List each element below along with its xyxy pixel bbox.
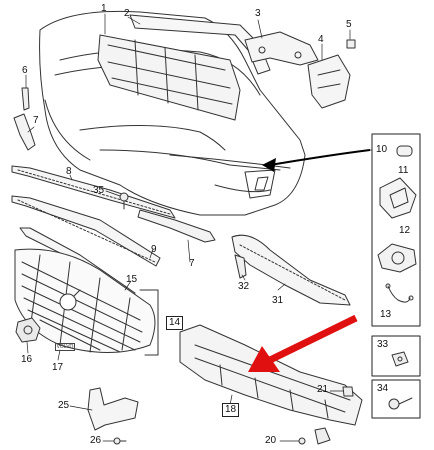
part-8-strip [11,165,176,219]
label-8: 8 [66,166,72,177]
part-35-screw [119,192,129,210]
label-11: 11 [398,165,409,176]
label-6: 6 [22,65,28,76]
part-clip-bottom [314,427,331,445]
part-4-side-bracket [307,54,351,109]
part-10-cover [379,177,417,219]
red-arrow-head [248,346,280,372]
label-34: 34 [377,383,389,394]
part-18-spoiler [179,324,363,426]
part-7-left-bracket [13,113,36,151]
label-14: 14 [166,316,184,330]
part-16-holder [15,317,41,343]
red-arrow [248,314,358,372]
part-1-reinforcement [97,34,241,121]
part-25-bracket [87,387,139,431]
part-11-cap [396,145,413,157]
car-body-outline [39,10,306,216]
label-15: 15 [126,274,138,285]
callout-box-34 [371,379,421,419]
label-16: 16 [21,354,33,365]
volvo-emblem-badge: VOLVO [55,343,75,351]
callout-box-10-13 [371,133,421,327]
part-5-clip [346,39,356,49]
grille [14,248,156,353]
label-17: 17 [52,362,64,373]
label-7-right: 7 [189,258,195,269]
part-31-lower-cover [231,234,351,306]
label-20: 20 [265,435,277,446]
label-12: 12 [399,225,411,236]
part-34-screw [388,397,413,410]
label-21: 21 [317,384,329,395]
part-3-bracket [244,31,319,66]
label-7-left: 7 [33,115,39,126]
part-2-beam [129,14,271,75]
label-2: 2 [124,8,130,19]
part-20-screw [298,437,306,445]
label-1: 1 [101,3,107,14]
label-26: 26 [90,435,102,446]
label-32: 32 [238,281,250,292]
part-9-strip [11,195,161,267]
label-10: 10 [376,144,388,155]
red-arrow-shaft [268,314,358,364]
label-35: 35 [93,185,105,196]
label-4: 4 [318,34,324,45]
label-31: 31 [272,295,284,306]
part-32-clip [234,254,247,279]
leader-lines [25,13,373,442]
label-18: 18 [222,403,240,417]
part-26-screw [113,437,127,445]
black-arrow [262,149,371,172]
part-6-tab [21,87,30,111]
label-25: 25 [58,400,70,411]
part-33-nut [391,351,409,367]
label-33: 33 [377,339,389,350]
part-7-right-strip [137,209,216,243]
label-9: 9 [151,244,157,255]
label-13: 13 [380,309,392,320]
label-3: 3 [255,8,261,19]
label-5: 5 [346,19,352,30]
part-12-lamp [377,243,417,273]
part-13-wire [385,283,414,303]
part-21-clip [342,386,354,397]
